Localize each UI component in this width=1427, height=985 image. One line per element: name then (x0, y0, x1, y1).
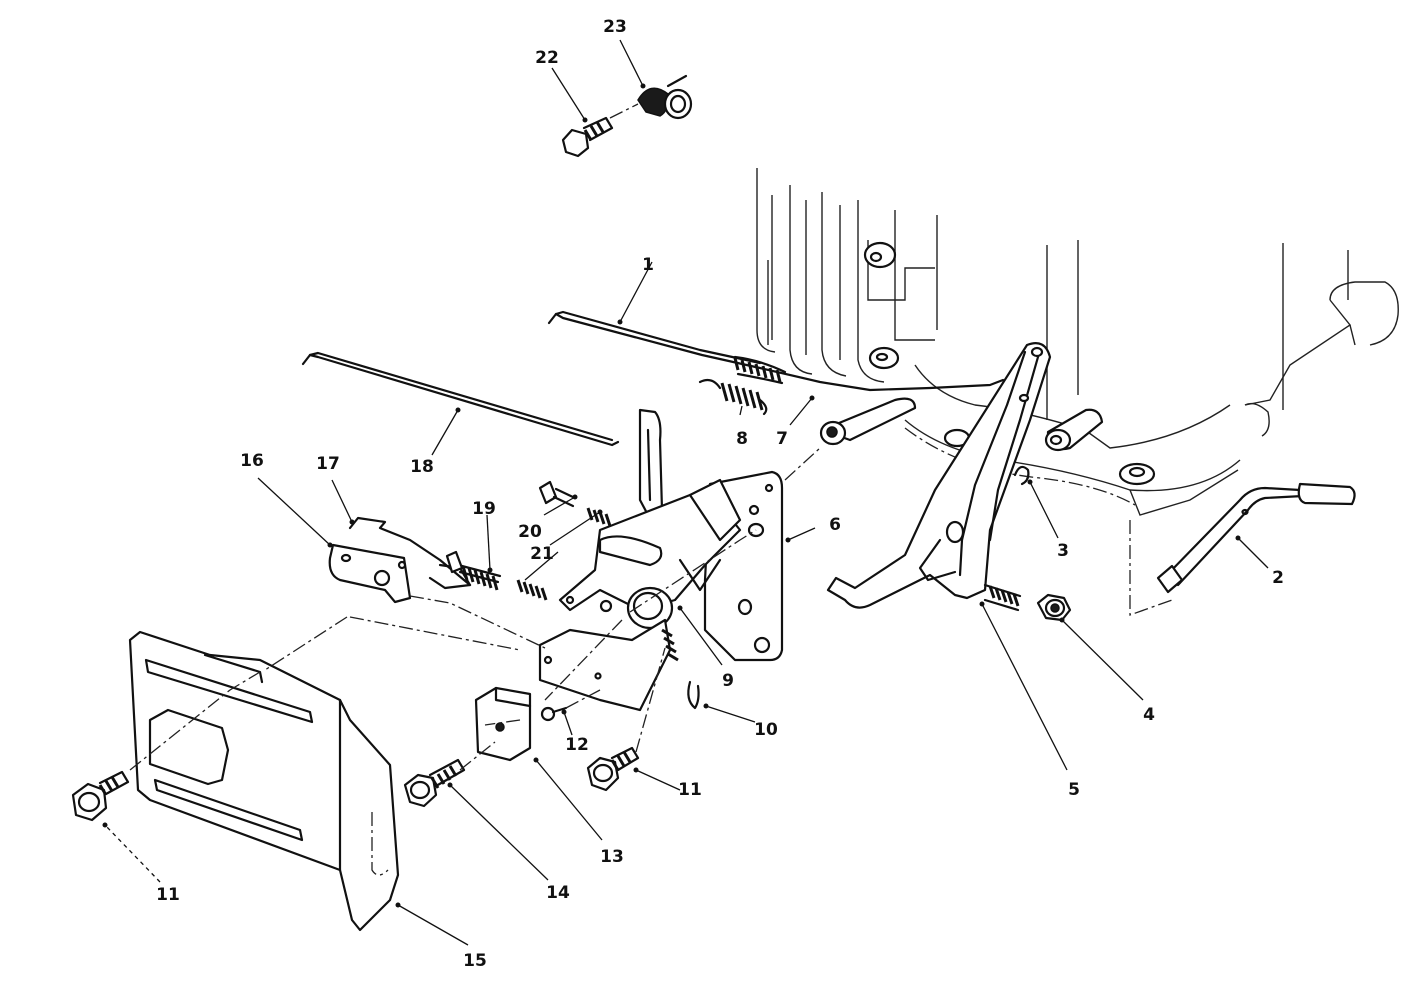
leader-lines (102, 39, 1269, 946)
callout-11-right: 11 (678, 780, 702, 800)
part-8-spring (698, 378, 768, 416)
part-7-stud (819, 397, 917, 446)
callout-14: 14 (546, 883, 570, 903)
callout-13: 13 (600, 847, 624, 867)
part-20-screw (538, 480, 577, 508)
part-5-control-lever (826, 342, 1052, 612)
part-14-bolt (403, 758, 466, 808)
part-1-governor-link-rod (547, 310, 1005, 392)
callout-16: 16 (240, 451, 264, 471)
part-3-clip (1013, 465, 1030, 486)
engine-block-outline (756, 168, 1399, 616)
part-11-bolt-right (586, 746, 640, 792)
callout-23: 23 (603, 17, 627, 37)
part-2-lever (1156, 482, 1356, 594)
part-23-clamp (637, 74, 693, 120)
callout-12: 12 (565, 735, 589, 755)
callout-4: 4 (1143, 705, 1155, 725)
callout-3: 3 (1057, 541, 1069, 561)
part-10-clip (687, 680, 700, 710)
callout-17: 17 (316, 454, 340, 474)
callout-9: 9 (722, 671, 734, 691)
callout-22: 22 (535, 48, 559, 68)
callout-15: 15 (463, 951, 487, 971)
part-11-bolt-left (71, 770, 130, 822)
callout-8: 8 (736, 429, 748, 449)
part-16-choke-plate (328, 543, 412, 604)
callout-11-left: 11 (156, 885, 180, 905)
callout-19: 19 (472, 499, 496, 519)
part-12-screw (540, 706, 568, 722)
part-19-screw (445, 550, 502, 591)
callout-10: 10 (754, 720, 778, 740)
callout-5: 5 (1068, 780, 1080, 800)
part-4-nut (1036, 593, 1072, 622)
callout-6: 6 (829, 515, 841, 535)
callout-2: 2 (1272, 568, 1284, 588)
callout-21: 21 (530, 544, 554, 564)
part-21-spring (516, 507, 612, 601)
callout-20: 20 (518, 522, 542, 542)
part-18-choke-rod (301, 351, 620, 447)
callout-7: 7 (776, 429, 788, 449)
alignment-lines (129, 103, 821, 771)
callout-18: 18 (410, 457, 434, 477)
part-22-screw (561, 116, 614, 158)
part-13-clamp (474, 686, 532, 762)
part-15-cover-plate (128, 630, 400, 932)
callout-labels: 1 2 3 4 5 6 7 8 9 10 11 11 12 13 14 15 1… (156, 17, 1284, 971)
callout-1: 1 (642, 255, 654, 275)
part-9-governor-assembly (538, 408, 742, 712)
